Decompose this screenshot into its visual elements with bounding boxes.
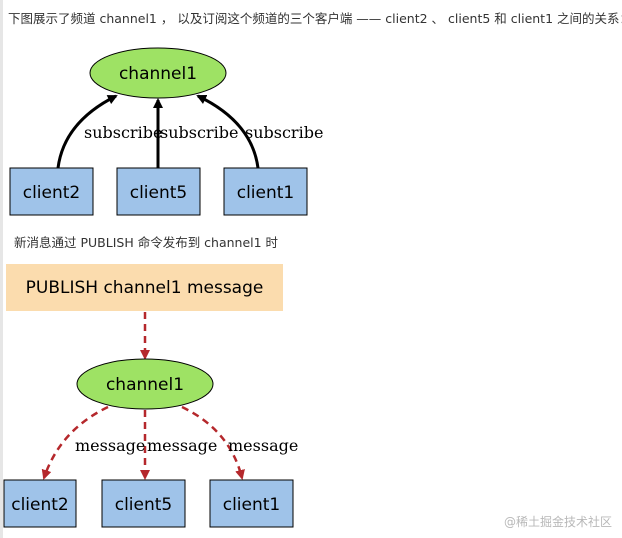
- intro-text: 下图展示了频道 channel1 ， 以及订阅这个频道的三个客户端 —— cli…: [8, 11, 622, 26]
- publish-caption: 新消息通过 PUBLISH 命令发布到 channel1 时: [14, 235, 279, 250]
- message-edge-client2: [41, 405, 109, 480]
- client-label-client5-subscribe: client5: [130, 183, 188, 203]
- client-label-client2-subscribe: client2: [23, 183, 81, 203]
- left-border: [0, 0, 3, 538]
- publish-command-label: PUBLISH channel1 message: [26, 278, 264, 298]
- client-node-client5-subscribe: [116, 167, 201, 216]
- subscribe-label-client1: subscribe: [245, 123, 323, 142]
- message-label-client1: message: [228, 436, 298, 455]
- watermark: @稀土掘金技术社区: [503, 515, 612, 529]
- client-node-client2-subscribe: [9, 167, 94, 216]
- client-node-client1-publish: [209, 479, 294, 528]
- client-label-client1-subscribe: client1: [237, 183, 295, 203]
- channel-node-publish: [76, 358, 214, 410]
- publish-command-box: [6, 264, 283, 311]
- client-label-client1-publish: client1: [223, 495, 281, 515]
- message-label-client2: message: [75, 436, 145, 455]
- client-label-client2-publish: client2: [11, 495, 69, 515]
- subscribe-edge-client1: [196, 94, 260, 169]
- channel-label-publish: channel1: [106, 375, 184, 395]
- channel-label-subscribe: channel1: [119, 64, 197, 84]
- message-label-client5: message: [147, 436, 217, 455]
- message-edge-client1: [181, 405, 245, 480]
- client-node-client1-subscribe: [223, 167, 308, 216]
- client-label-client5-publish: client5: [115, 495, 173, 515]
- subscribe-label-client2: subscribe: [84, 123, 162, 142]
- client-node-client5-publish: [101, 479, 186, 528]
- subscribe-label-client5: subscribe: [160, 123, 238, 142]
- subscribe-edge-client2: [56, 94, 118, 169]
- client-node-client2-publish: [3, 479, 77, 528]
